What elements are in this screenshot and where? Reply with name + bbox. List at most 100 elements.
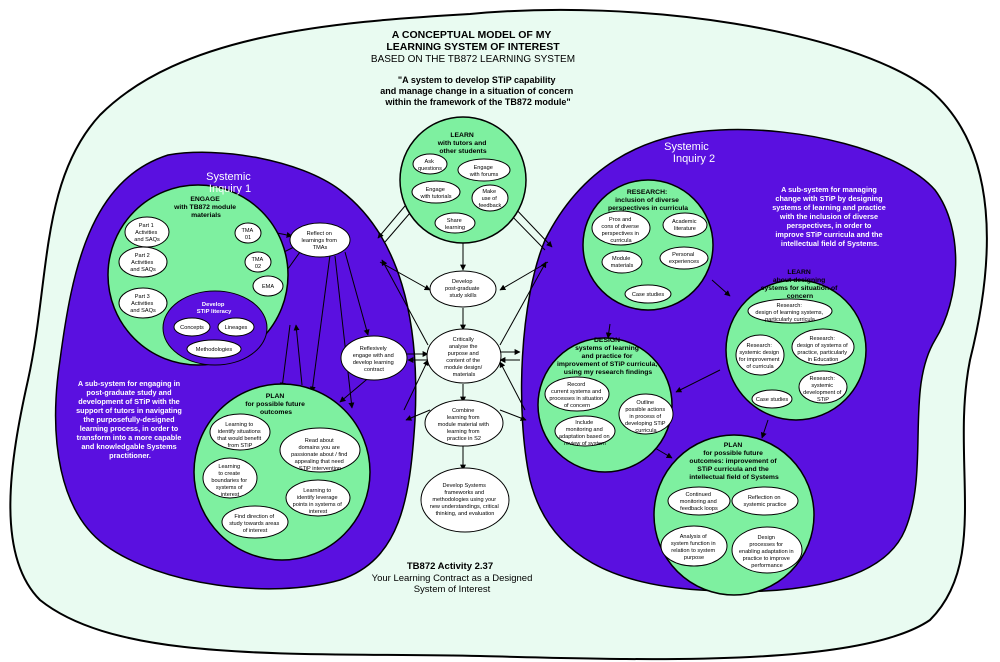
concepts-node: [173, 317, 211, 337]
critically-label: Critically analyse the purpose and conte…: [444, 337, 484, 378]
research-title: RESEARCH: inclusion of diverse perspecti…: [608, 189, 688, 212]
page-title: A CONCEPTUAL MODEL OF MY LEARNING SYSTEM…: [386, 29, 560, 53]
methodologies-node: [186, 339, 242, 359]
include-label: Include monitoring and adaptation based …: [559, 420, 611, 447]
learn-title: LEARN with tutors and other students: [437, 132, 489, 155]
pros-label: Pros and cons of diverse perspectives in…: [601, 217, 640, 244]
boundaries-node: [202, 457, 258, 499]
part3-node: [118, 287, 168, 319]
research1-label: Research: design of learning systems, pa…: [755, 303, 824, 323]
continued-label: Continued monitoring and feedback loops: [680, 492, 719, 512]
analysis-node: [660, 525, 728, 567]
part2-node: [118, 246, 168, 278]
ema-label: EMA: [262, 284, 274, 290]
direction-label: Find direction of study towards areas of…: [229, 514, 281, 534]
academic-label: Academic literature: [672, 219, 698, 232]
research3-node: [791, 328, 855, 366]
leverage-label: Learning to identify leverage points in …: [293, 488, 344, 515]
develop-frameworks-node: [420, 467, 510, 533]
module-materials-node: [601, 250, 643, 274]
identify-node: [209, 413, 271, 451]
reflect-tmas-label: Reflect on learnings from TMAs: [301, 231, 338, 251]
outline-node: [618, 393, 674, 435]
outline-label: Outline possible actions in process of d…: [625, 400, 667, 434]
lineages-label: Lineages: [225, 325, 248, 331]
personal-node: [659, 246, 709, 270]
read-label: Read about domains you are passionate ab…: [291, 438, 349, 472]
quote: "A system to develop STiP capability and…: [380, 75, 576, 107]
reflection-label: Reflection on systemic practice: [744, 495, 787, 508]
methodologies-label: Methodologies: [196, 347, 233, 353]
module-materials-label: Module materials: [611, 256, 634, 269]
combine-label: Combine learning from module material wi…: [438, 408, 491, 442]
case-studies2-label: Case studies: [756, 397, 789, 403]
develop-skills-node: [429, 270, 497, 308]
footer-line2: Your Learning Contract as a Designed: [372, 573, 533, 584]
reflexively-label: Reflexively engage with and develop lear…: [353, 346, 396, 373]
inquiry2-description: A sub-system for managing change with ST…: [772, 185, 888, 248]
ask-node: [412, 153, 448, 175]
read-node: [279, 427, 361, 473]
case-studies-node: [624, 284, 672, 304]
part2-label: Part 2 Activities and SAQs: [130, 253, 156, 273]
continued-node: [667, 486, 731, 516]
research2-label: Research: systemic design for improvemen…: [739, 343, 781, 370]
plan2-title: PLAN for possible future outcomes: impro…: [689, 442, 779, 481]
identify-label: Learning to identify situations that wou…: [217, 422, 262, 449]
develop-frameworks-label: Develop Systems frameworks and methodolo…: [430, 483, 501, 517]
include-node: [554, 415, 616, 447]
tma01-node: [234, 222, 262, 244]
ask-label: Ask questions: [418, 159, 442, 172]
research4-node: [798, 370, 848, 404]
academic-node: [662, 212, 708, 238]
leverage-node: [285, 479, 351, 517]
footer-activity: TB872 Activity 2.37: [407, 561, 493, 572]
analysis-label: Analysis of system function in relation …: [671, 534, 717, 561]
engage-title: ENGAGE with TB872 module materials: [173, 196, 238, 219]
tutorials-node: [411, 180, 461, 204]
plan1-title: PLAN for possible future outcomes: [245, 393, 307, 416]
case-studies-label: Case studies: [632, 292, 665, 298]
record-label: Record current systems and processes in …: [549, 382, 604, 409]
reflect-tmas-node: [289, 222, 351, 258]
forums-node: [457, 158, 511, 182]
design-proc-label: Design processes for enabling adaptation…: [739, 535, 795, 569]
pros-node: [591, 210, 651, 246]
feedback-node: [471, 184, 509, 212]
combine-node: [424, 399, 504, 447]
design-proc-node: [731, 526, 803, 574]
record-node: [544, 376, 610, 412]
share-label: Share learning: [445, 218, 465, 231]
tma02-node: [244, 251, 272, 273]
forums-label: Engage with forums: [469, 165, 499, 178]
critically-node: [426, 328, 502, 384]
case-studies2-node: [751, 389, 793, 409]
literacy-title: Develop STiP literacy: [197, 302, 232, 315]
tutorials-label: Engage with tutorials: [419, 187, 451, 200]
direction-node: [221, 505, 289, 539]
research4-label: Research: systemic development of STiP: [803, 376, 843, 403]
page-subtitle: BASED ON THE TB872 LEARNING SYSTEM: [371, 54, 575, 65]
tma02-label: TMA 02: [251, 257, 264, 270]
footer-line3: System of Interest: [414, 584, 491, 595]
research1-node: [747, 298, 833, 324]
share-node: [434, 212, 476, 234]
feedback-label: Make use of feedback: [479, 189, 502, 209]
part1-label: Part 1 Activities and SAQs: [134, 223, 160, 243]
reflexively-node: [340, 335, 408, 381]
lineages-node: [217, 317, 255, 337]
reflection-node: [731, 486, 799, 516]
learn-circle: [399, 116, 527, 244]
tma01-label: TMA 01: [241, 228, 254, 241]
research3-label: Research: design of systems of practice,…: [797, 336, 850, 363]
learn-design-title: LEARN about designing systems for situat…: [761, 269, 840, 300]
inquiry1-description: A sub-system for engaging in post-gradua…: [76, 379, 184, 460]
personal-label: Personal experiences: [669, 252, 699, 265]
design-title: DESIGN systems of learning and practice …: [557, 337, 659, 376]
ema-node: [252, 275, 284, 297]
part3-label: Part 3 Activities and SAQs: [130, 294, 156, 314]
inquiry2-title: Systemic Inquiry 2: [664, 141, 715, 165]
boundaries-label: Learning to create boundaries for system…: [211, 464, 248, 498]
